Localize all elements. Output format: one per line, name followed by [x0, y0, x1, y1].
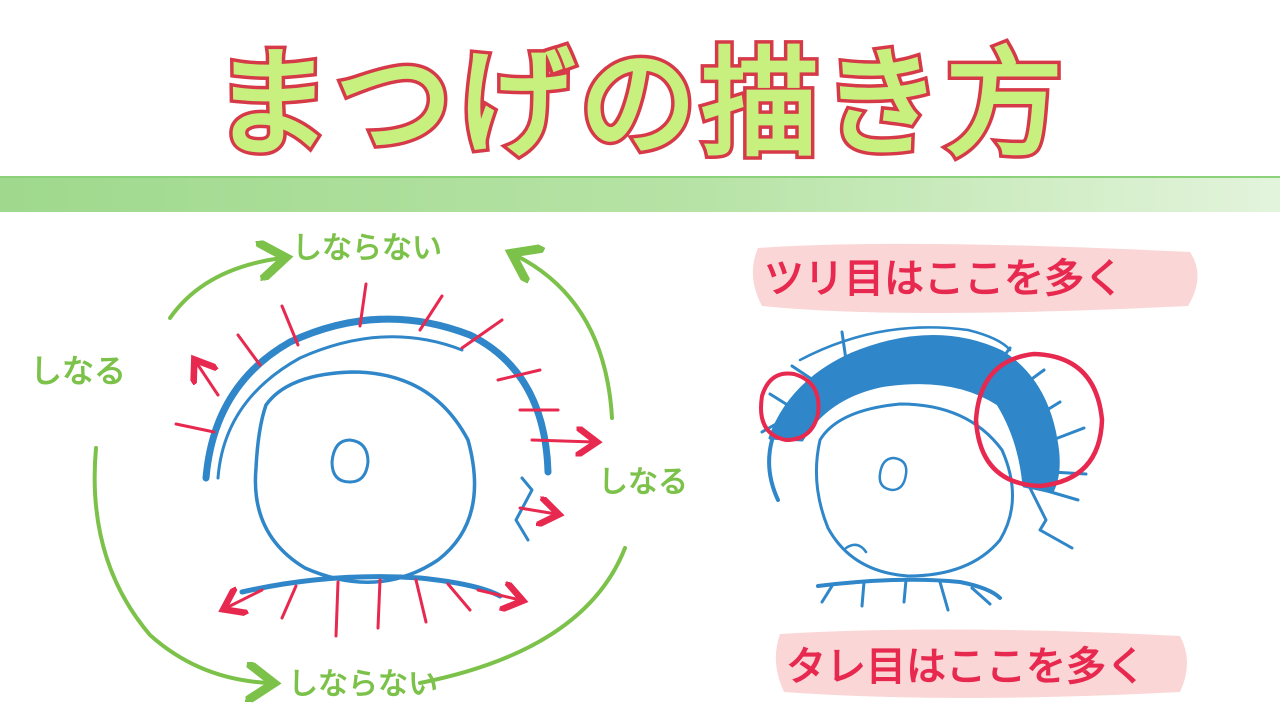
label-bottom: しならない — [288, 667, 438, 702]
arrow-bottom-right — [418, 546, 627, 685]
label-left: しなる — [30, 352, 126, 390]
lash — [174, 422, 216, 434]
lower-eyelid — [239, 574, 503, 599]
lash — [530, 440, 594, 442]
lash — [1040, 426, 1086, 446]
lash — [376, 578, 382, 630]
header-divider — [0, 176, 1280, 178]
note-top-highlight — [752, 243, 1198, 313]
lid-corner — [514, 476, 534, 542]
lash — [518, 508, 556, 514]
lash — [938, 580, 950, 612]
pupil-highlight — [330, 438, 370, 484]
label-top: しならない — [292, 231, 442, 266]
lash — [226, 590, 264, 608]
upper-eyelid-inner — [216, 335, 464, 480]
lash — [280, 304, 300, 347]
note-top: ツリ目はここを多く — [764, 256, 1124, 302]
iris — [253, 370, 477, 584]
lash — [446, 582, 472, 612]
lash — [760, 422, 778, 434]
upper-eyelid — [202, 315, 552, 482]
lid-tail — [1028, 486, 1074, 550]
lash — [236, 333, 262, 367]
lash — [334, 580, 340, 638]
lid-tail-left — [767, 438, 780, 502]
lash — [902, 578, 908, 604]
lash — [414, 578, 428, 624]
lash — [476, 590, 520, 600]
note-bottom-highlight — [775, 629, 1187, 698]
lash — [280, 584, 298, 620]
pupil-shade — [844, 543, 868, 554]
right-eye — [759, 326, 1105, 612]
left-eye — [92, 255, 627, 685]
label-right: しなる — [598, 465, 688, 500]
lash — [768, 392, 788, 406]
lash — [358, 282, 368, 328]
lower-eyelid — [816, 577, 1002, 600]
lash — [460, 318, 504, 350]
upper-eyelid-thick — [768, 335, 1060, 494]
iris — [814, 402, 1014, 578]
circle-inner-corner — [759, 371, 821, 442]
page-title: まつげの描き方 — [209, 31, 1067, 176]
pupil-highlight — [878, 456, 908, 492]
header-band — [0, 178, 1280, 212]
lash — [418, 294, 444, 332]
lid-outline — [798, 326, 1012, 362]
lash — [1042, 488, 1080, 502]
lash — [1012, 368, 1046, 394]
arrow-top-left — [168, 258, 282, 320]
lash — [496, 368, 542, 382]
circle-outer-corner — [973, 351, 1105, 489]
arrow-bottom-left — [92, 446, 270, 683]
lash — [970, 586, 992, 606]
lash — [196, 362, 220, 397]
note-bottom: タレ目はここを多く — [786, 644, 1146, 690]
lash — [820, 584, 834, 604]
lash — [790, 364, 812, 380]
lash — [1032, 400, 1062, 420]
lash — [860, 580, 866, 608]
arrow-top-right — [515, 255, 614, 420]
lash — [840, 330, 848, 362]
